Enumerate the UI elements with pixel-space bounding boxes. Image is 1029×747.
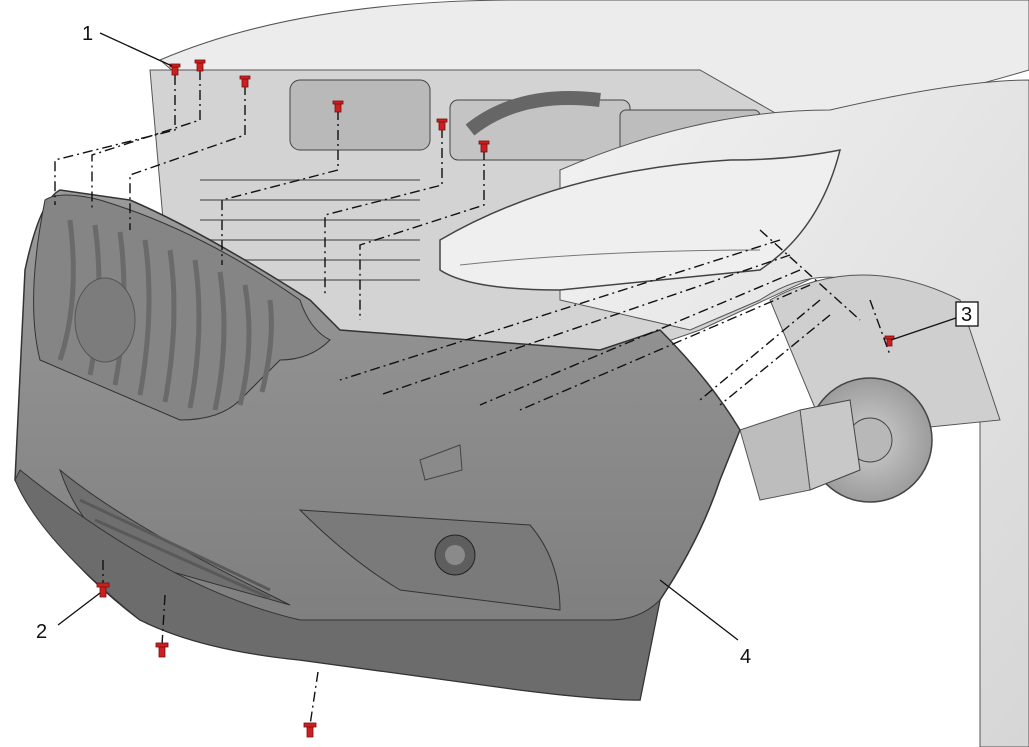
callout-2: 2 [36, 621, 47, 643]
screw-fastener-icon [303, 722, 317, 738]
callout-leaders [57, 32, 957, 641]
callout-box-3 [955, 301, 979, 327]
callout-label-4: 4 [740, 646, 751, 668]
alignment-lines-side [339, 229, 861, 411]
push-pin-fastener-icon [332, 100, 344, 113]
front-bumper-fascia [14, 189, 741, 701]
screw-fastener-icon [96, 582, 110, 598]
alignment-lines-upper [54, 70, 485, 320]
push-pin-fastener-icon [436, 118, 448, 131]
callout-label-1: 1 [82, 23, 93, 45]
push-pin-fastener-icon [884, 335, 895, 347]
callout-label-2: 2 [36, 621, 47, 643]
upper-fasteners [169, 59, 490, 153]
push-pin-fastener-icon [478, 140, 490, 153]
push-pin-fastener-icon [194, 59, 206, 72]
callout-4: 4 [740, 646, 751, 668]
screw-fastener-icon [155, 642, 169, 658]
callout-3: 3 [955, 301, 979, 327]
push-pin-fastener-icon [239, 75, 251, 88]
callout-1: 1 [82, 23, 93, 45]
callout-label-3: 3 [961, 304, 972, 326]
brake-assembly [739, 377, 933, 503]
lower-fasteners [96, 582, 317, 738]
